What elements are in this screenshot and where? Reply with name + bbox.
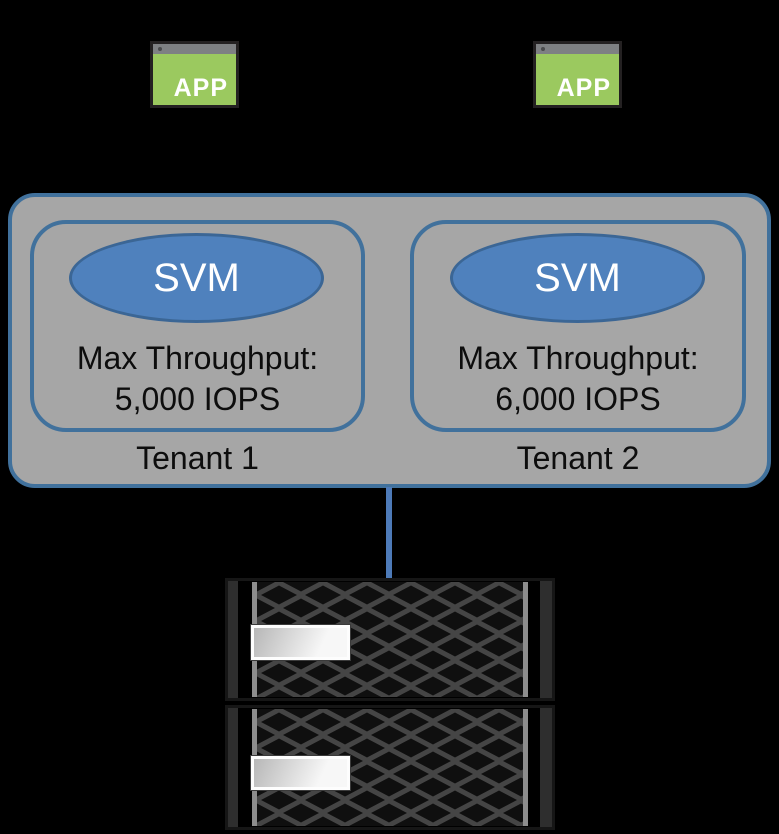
- app-label: APP: [173, 74, 228, 102]
- cluster-to-storage-connector: [386, 487, 392, 578]
- storage-shelf-icon: [225, 705, 555, 830]
- shelf-side-panel: [540, 708, 552, 827]
- shelf-side-panel: [228, 581, 238, 698]
- tenant2-throughput: Max Throughput: 6,000 IOPS: [410, 338, 746, 420]
- app-window-icon: APP: [533, 41, 622, 108]
- app-label: APP: [556, 74, 611, 102]
- app-window-titlebar: [536, 44, 619, 54]
- tenant1-box: [30, 220, 365, 432]
- tenant1-svm-ellipse: SVM: [69, 233, 324, 323]
- tenant1-throughput: Max Throughput: 5,000 IOPS: [30, 338, 365, 420]
- throughput-value: 5,000 IOPS: [114, 381, 281, 417]
- app-to-tenant1-arrow-line: [194, 108, 198, 219]
- shelf-label-plate: [250, 755, 351, 791]
- app-to-tenant2-arrow-line: [576, 108, 580, 219]
- tenant2-name: Tenant 2: [516, 440, 640, 476]
- throughput-label: Max Throughput:: [76, 340, 319, 376]
- shelf-side-panel: [540, 581, 552, 698]
- shelf-edge-strip: [523, 582, 528, 697]
- app-window-icon: APP: [150, 41, 239, 108]
- tenant2-box: [410, 220, 746, 432]
- tenant1-name: Tenant 1: [136, 440, 259, 476]
- svm-label: SVM: [153, 255, 240, 300]
- throughput-label: Max Throughput:: [457, 340, 699, 376]
- storage-shelf-icon: [225, 578, 555, 701]
- svm-label: SVM: [534, 255, 621, 300]
- shelf-side-panel: [228, 708, 238, 827]
- window-dot-icon: [158, 47, 162, 51]
- window-dot-icon: [541, 47, 545, 51]
- shelf-label-plate: [250, 624, 351, 661]
- shelf-edge-strip: [523, 709, 528, 826]
- tenant2-svm-ellipse: SVM: [450, 233, 705, 323]
- app-window-titlebar: [153, 44, 236, 54]
- throughput-value: 6,000 IOPS: [495, 381, 661, 417]
